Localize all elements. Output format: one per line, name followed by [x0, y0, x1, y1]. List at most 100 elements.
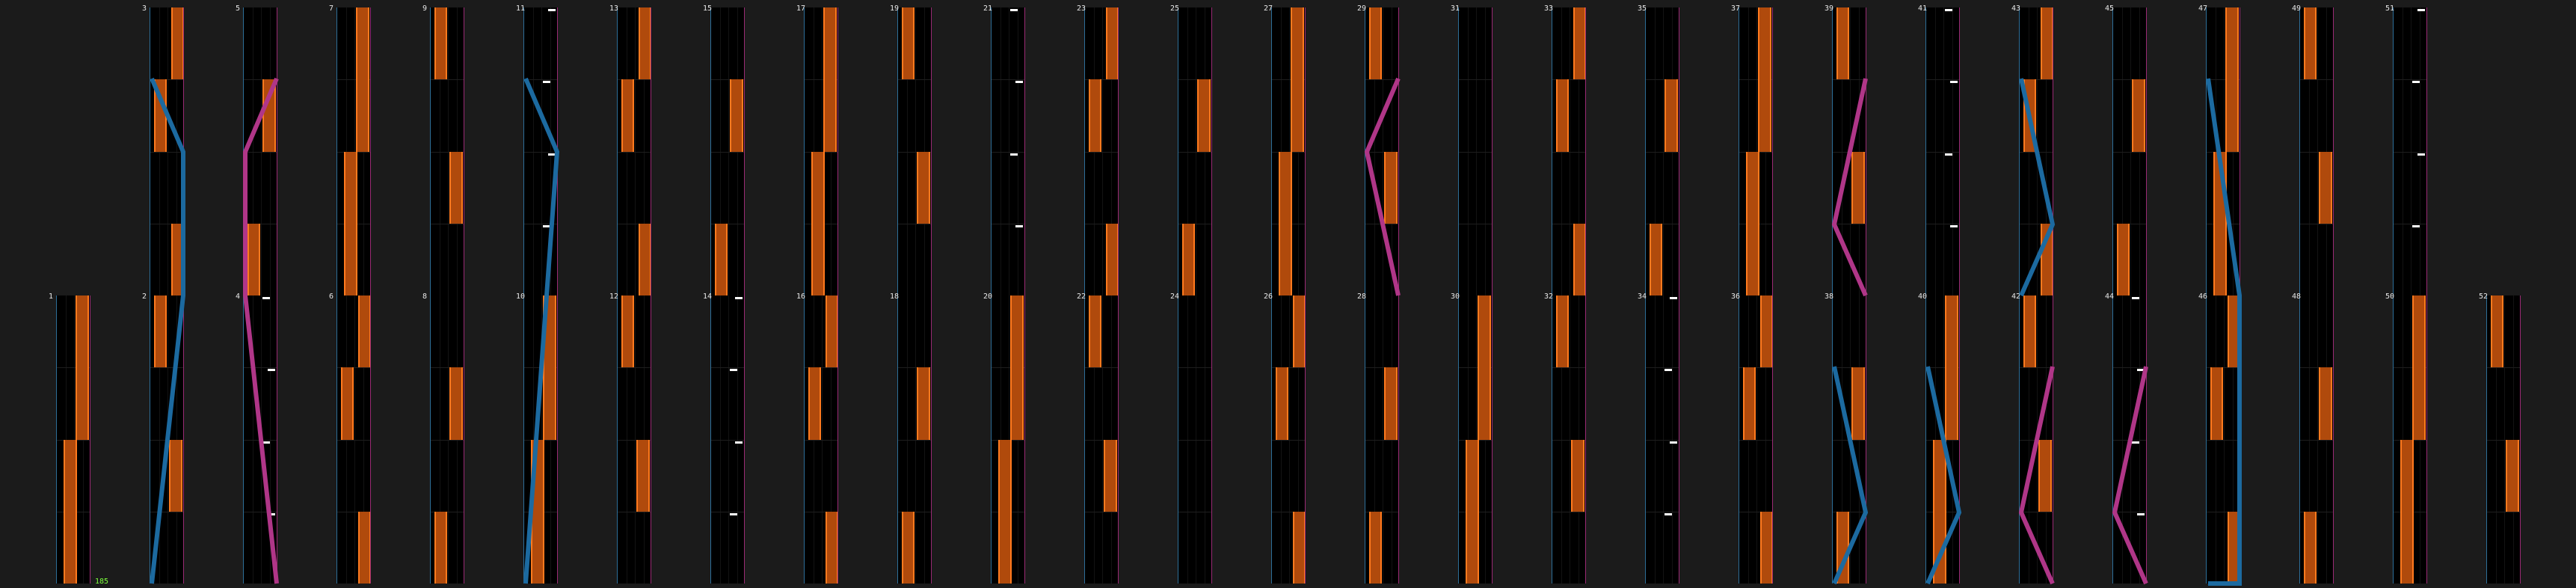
measure-number: 14	[703, 293, 713, 301]
measure-lane	[2299, 295, 2334, 584]
measure-number: 42	[2011, 293, 2021, 301]
beat-gridline	[1552, 367, 1585, 369]
measure-number: 24	[1170, 293, 1180, 301]
measure-lane	[336, 7, 371, 295]
measure-lane	[336, 295, 371, 584]
hold-note	[1758, 7, 1771, 152]
beat-gridline	[711, 367, 744, 369]
hold-note	[2400, 439, 2414, 584]
hold-note	[169, 439, 182, 512]
hold-note	[2023, 79, 2037, 152]
measure-number: 4	[236, 293, 241, 301]
beat-gridline	[150, 367, 183, 369]
hold-note	[356, 7, 369, 152]
hold-note	[2227, 511, 2240, 584]
beat-gridline	[2487, 439, 2520, 441]
hold-note	[170, 7, 183, 80]
tap-note	[1670, 297, 1678, 299]
beat-gridline	[2300, 79, 2333, 81]
measure-lane	[991, 295, 1025, 584]
beat-gridline	[57, 367, 90, 369]
measure-lane	[1365, 7, 1399, 295]
tap-note	[1010, 153, 1018, 156]
measure-number: 52	[2479, 293, 2489, 301]
beat-gridline	[524, 151, 557, 153]
hold-note	[811, 151, 825, 295]
hold-note	[357, 511, 370, 584]
measure-number: 31	[1451, 4, 1460, 13]
beat-gridline	[1646, 79, 1679, 81]
hold-note	[1555, 79, 1570, 152]
hold-note	[1368, 7, 1383, 80]
tap-note	[730, 369, 738, 372]
hold-note	[901, 7, 915, 80]
measure-number: 19	[890, 4, 900, 13]
hold-note	[2412, 295, 2426, 440]
hold-note	[2040, 223, 2053, 295]
beat-gridline	[431, 439, 464, 441]
beat-gridline	[1178, 79, 1211, 81]
measure-number: 15	[703, 4, 713, 13]
hold-note	[76, 295, 89, 440]
beat-gridline	[1085, 151, 1118, 153]
beat-gridline	[431, 367, 464, 369]
hold-note	[1573, 7, 1585, 80]
beat-gridline	[1646, 151, 1679, 153]
hold-note	[1088, 295, 1102, 368]
hold-note	[714, 223, 728, 295]
hold-note	[808, 367, 822, 440]
beat-gridline	[1085, 367, 1118, 369]
hold-note	[434, 7, 448, 80]
measure-number: 22	[1077, 293, 1086, 301]
hold-note	[917, 367, 930, 440]
tap-note	[735, 297, 743, 299]
hold-note	[344, 151, 357, 295]
beat-gridline	[2113, 439, 2146, 441]
beat-gridline	[805, 79, 837, 81]
hold-note	[2210, 367, 2224, 440]
hold-note	[1649, 223, 1663, 295]
measure-lane	[56, 295, 90, 584]
tap-note	[2137, 512, 2145, 515]
hold-note	[2506, 439, 2519, 512]
measure-number: 20	[983, 293, 993, 301]
hold-note	[153, 295, 167, 368]
beat-gridline	[2020, 367, 2053, 369]
hold-note	[1368, 511, 1383, 584]
beat-gridline	[805, 439, 837, 441]
beat-gridline	[1272, 79, 1305, 81]
beat-gridline	[711, 439, 744, 441]
measure-lane	[1084, 295, 1119, 584]
measure-lane	[2019, 7, 2053, 295]
measure-lane	[1645, 7, 1679, 295]
measure-number: 7	[329, 4, 334, 13]
beat-gridline	[1552, 439, 1585, 441]
hold-note	[262, 79, 276, 152]
measure-lane	[617, 295, 651, 584]
measure-number: 11	[516, 4, 526, 13]
beat-gridline	[1459, 151, 1492, 153]
hold-note	[1851, 367, 1865, 440]
beat-gridline	[618, 367, 651, 369]
beat-gridline	[1365, 79, 1398, 81]
tap-note	[1015, 81, 1024, 84]
measure-lane	[2019, 295, 2053, 584]
beat-gridline	[898, 79, 931, 81]
measure-number: 46	[2198, 293, 2208, 301]
measure-lane	[1645, 295, 1679, 584]
beat-gridline	[1178, 439, 1211, 441]
hold-note	[1571, 439, 1584, 512]
hold-note	[247, 223, 261, 295]
beat-gridline	[711, 79, 744, 81]
tap-note	[2417, 9, 2426, 11]
hold-note	[449, 367, 463, 440]
hold-note	[621, 295, 635, 368]
measure-number: 33	[1544, 4, 1554, 13]
beat-gridline	[150, 151, 183, 153]
hold-note	[1836, 511, 1850, 584]
tap-note	[2412, 81, 2420, 84]
measure-lane	[2486, 295, 2521, 584]
hold-note	[998, 439, 1012, 584]
beat-gridline	[2207, 439, 2240, 441]
